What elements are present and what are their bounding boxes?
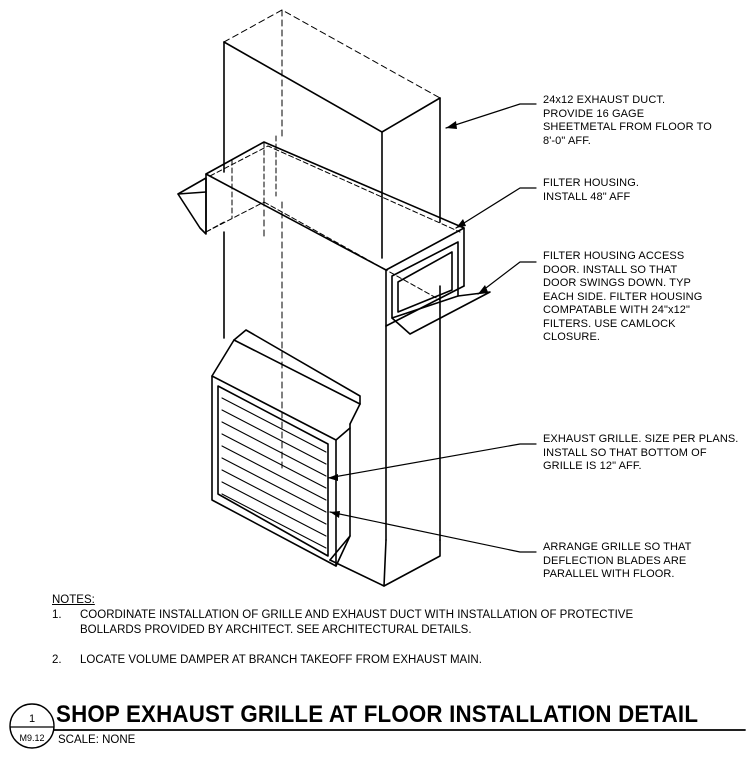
callout-filter-housing: FILTER HOUSING. INSTALL 48" AFF xyxy=(543,177,639,204)
callout-arrange-grille: ARRANGE GRILLE SO THAT DEFLECTION BLADES… xyxy=(543,541,692,582)
upper-duct xyxy=(223,41,441,259)
note-text: LOCATE VOLUME DAMPER AT BRANCH TAKEOFF F… xyxy=(80,653,482,668)
leader-arrowheads xyxy=(328,121,488,518)
grille-hood xyxy=(211,329,361,561)
leader-lines xyxy=(327,103,537,553)
notes-heading: NOTES: xyxy=(52,594,95,606)
lower-duct xyxy=(223,231,441,587)
callout-line: ARRANGE GRILLE SO THAT xyxy=(543,541,692,553)
note-line: BOLLARDS PROVIDED BY ARCHITECT. SEE ARCH… xyxy=(80,624,472,636)
upper-duct-hidden-edges xyxy=(223,9,441,141)
note-line: COORDINATE INSTALLATION OF GRILLE AND EX… xyxy=(80,609,634,621)
callout-line: 8'-0" AFF. xyxy=(543,134,591,147)
callout-line: FILTER HOUSING ACCESS xyxy=(543,250,685,262)
right-access-door xyxy=(391,241,491,335)
exhaust-grille xyxy=(211,375,351,567)
callout-exhaust-duct: 24x12 EXHAUST DUCT. PROVIDE 16 GAGE SHEE… xyxy=(543,94,712,148)
callout-exhaust-grille: EXHAUST GRILLE. SIZE PER PLANS. INSTALL … xyxy=(543,433,738,474)
callout-line: DOOR SWINGS DOWN. TYP xyxy=(543,277,691,289)
note-number: 2. xyxy=(52,654,62,666)
sheet-reference: M9.12 xyxy=(19,733,45,743)
callout-line: FILTERS. USE CAMLOCK xyxy=(543,317,676,330)
callout-access-door: FILTER HOUSING ACCESS DOOR. INSTALL SO T… xyxy=(543,250,702,345)
grille-louvers xyxy=(221,397,327,549)
callout-line: EACH SIDE. FILTER HOUSING xyxy=(543,290,703,303)
note-text: COORDINATE INSTALLATION OF GRILLE AND EX… xyxy=(80,608,633,638)
note-line: LOCATE VOLUME DAMPER AT BRANCH TAKEOFF F… xyxy=(80,654,482,666)
callout-line: DEFLECTION BLADES ARE xyxy=(543,554,687,567)
callout-line: FILTER HOUSING. xyxy=(543,177,640,189)
filter-housing-hidden-edges xyxy=(205,135,461,301)
title-block-lines xyxy=(9,703,746,749)
detail-title: SHOP EXHAUST GRILLE AT FLOOR INSTALLATIO… xyxy=(56,701,699,728)
callout-line: SHEETMETAL FROM FLOOR TO xyxy=(543,121,712,133)
callout-line: EXHAUST GRILLE. SIZE PER PLANS. xyxy=(543,433,739,445)
callout-line: CLOSURE. xyxy=(543,331,601,343)
callout-line: 24x12 EXHAUST DUCT. xyxy=(543,94,666,106)
note-number: 1. xyxy=(52,609,62,621)
callout-line: COMPATABLE WITH 24"x12" xyxy=(543,304,691,316)
callout-line: PROVIDE 16 GAGE xyxy=(543,107,645,120)
left-access-door xyxy=(177,177,207,235)
callout-line: PARALLEL WITH FLOOR. xyxy=(543,568,675,580)
filter-housing xyxy=(205,141,465,327)
callout-line: INSTALL 48" AFF xyxy=(543,190,631,203)
detail-number: 1 xyxy=(28,713,36,725)
callout-line: DOOR. INSTALL SO THAT xyxy=(543,263,678,276)
callout-line: INSTALL SO THAT BOTTOM OF xyxy=(543,446,707,459)
callout-line: GRILLE IS 12" AFF. xyxy=(543,460,642,472)
lower-duct-hidden-edges xyxy=(263,199,283,469)
scale-label: SCALE: NONE xyxy=(58,734,136,746)
